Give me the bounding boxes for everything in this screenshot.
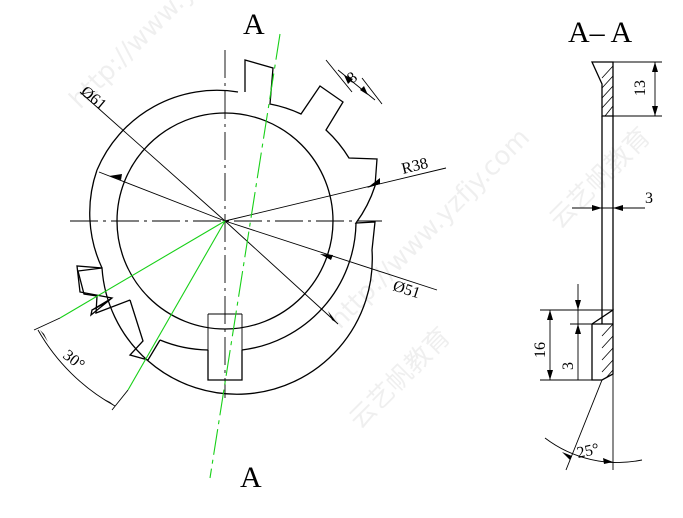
inner-diameter-arrow-right bbox=[320, 254, 333, 260]
radius-leader bbox=[224, 167, 447, 222]
inner-circle bbox=[116, 112, 334, 330]
tab-height-label: 16 bbox=[532, 342, 549, 358]
section-view: A– A 13 bbox=[532, 16, 662, 471]
tab-width-dim-line bbox=[337, 69, 376, 101]
inner-diameter-leader-2 bbox=[224, 220, 339, 325]
section-view-title: A– A bbox=[568, 16, 633, 49]
bend-angle-arc bbox=[544, 437, 643, 463]
radius-arrow bbox=[367, 178, 380, 188]
angle-arrow-2 bbox=[102, 398, 114, 405]
tab-thickness-arrow-1 bbox=[575, 300, 581, 310]
height-arrow-bottom bbox=[652, 106, 658, 116]
angle-ray-1 bbox=[59, 220, 226, 319]
thickness-arrow-2 bbox=[613, 205, 623, 211]
section-mark-top: A bbox=[243, 8, 265, 41]
height-label: 13 bbox=[632, 80, 649, 96]
tab-width-ext-2 bbox=[361, 77, 383, 105]
tab-thickness-arrow-2 bbox=[575, 324, 581, 334]
inner-arrow-left-leader bbox=[98, 171, 226, 222]
tab-thickness-label: 3 bbox=[560, 362, 577, 370]
section-bottom-profile bbox=[591, 308, 614, 381]
bend-arrow-1 bbox=[562, 452, 572, 460]
section-top-profile bbox=[590, 61, 614, 117]
section-top-hatch bbox=[601, 65, 614, 117]
section-bottom-hatch bbox=[601, 323, 614, 379]
section-mark-bottom: A bbox=[240, 461, 262, 494]
bend-arrow-2 bbox=[603, 458, 613, 464]
outer-arc-bottom bbox=[159, 339, 209, 351]
tab-height-arrow-bottom bbox=[547, 370, 553, 380]
outer-arc-bottom-right bbox=[241, 222, 357, 351]
inner-diameter-arrow-low bbox=[328, 311, 337, 323]
angle-arc bbox=[37, 329, 116, 407]
tab-radius-label: R38 bbox=[400, 155, 430, 178]
tab-left-lower bbox=[77, 267, 131, 314]
tab-width-label: 8 bbox=[344, 69, 361, 87]
thickness-label: 3 bbox=[645, 190, 653, 207]
angle-ext-2 bbox=[111, 389, 129, 411]
tab-width-ext-1 bbox=[325, 59, 353, 93]
height-arrow-top bbox=[652, 62, 658, 72]
tab-width-arrow-1 bbox=[344, 75, 353, 84]
inner-arrow-left bbox=[109, 174, 122, 180]
watermark-cn-2: 云艺帆教育 bbox=[344, 322, 457, 435]
angle-arrow-1 bbox=[40, 330, 48, 342]
section-cut-line bbox=[209, 33, 281, 479]
inner-diameter-label: Ø51 bbox=[391, 278, 422, 303]
watermark-cn-1: 云艺帆教育 bbox=[544, 122, 657, 235]
outer-diameter-arrow bbox=[117, 122, 126, 133]
thickness-arrow-1 bbox=[592, 205, 602, 211]
outer-contour-with-tabs bbox=[76, 59, 378, 395]
bend-ext-slanted bbox=[565, 379, 603, 471]
outer-arc-top bbox=[96, 89, 239, 171]
outer-arc-left bbox=[89, 169, 103, 269]
angle-ray-2 bbox=[127, 220, 226, 391]
angle-ext-1 bbox=[33, 317, 61, 331]
tab-bottom bbox=[207, 350, 243, 381]
tab-bottom-left bbox=[128, 299, 161, 361]
tab-width-arrow-2 bbox=[360, 86, 368, 95]
bend-angle-label: 25° bbox=[575, 441, 600, 462]
outer-diameter-leader bbox=[79, 91, 226, 222]
angle-label: 30° bbox=[60, 347, 88, 374]
tab-height-arrow-top bbox=[547, 310, 553, 320]
